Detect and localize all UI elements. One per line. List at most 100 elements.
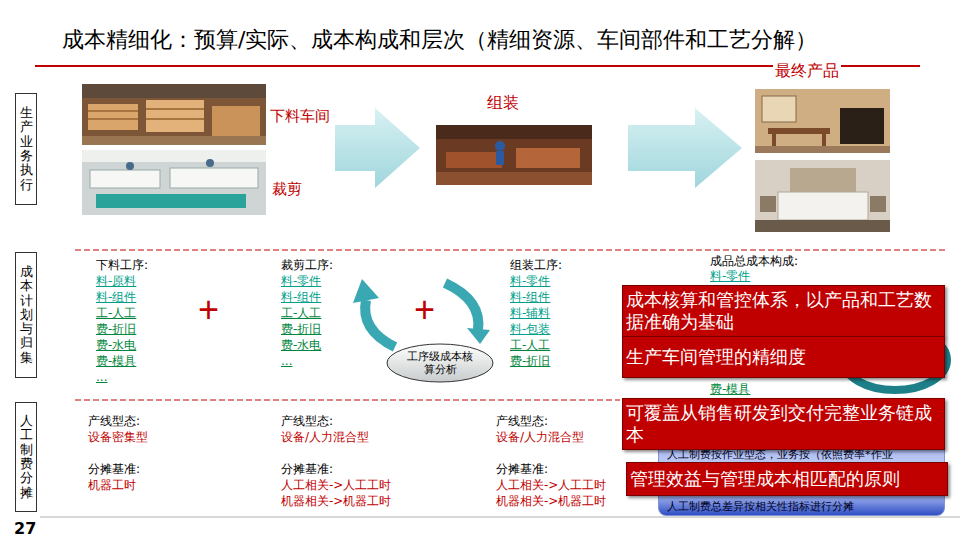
cycle-arrow — [365, 300, 395, 347]
product-photo — [755, 160, 890, 232]
photo-ground — [436, 125, 592, 185]
worker — [495, 141, 505, 151]
board-stack — [146, 100, 204, 132]
cost-item: 费-水电 — [96, 337, 136, 353]
node-text: 管理效益与管理成本相匹配的原则 — [630, 468, 944, 490]
photo-wall — [82, 150, 266, 162]
worker — [496, 151, 504, 165]
furniture-part — [516, 148, 580, 168]
allocation-value: 机器相关->机器工时 — [496, 493, 606, 509]
assembly-photo — [436, 125, 592, 185]
worker — [206, 159, 214, 167]
cost-item: 费-水电 — [281, 337, 321, 353]
worker — [126, 162, 134, 170]
node-text: 可覆盖从销售研发到交付完整业务链成本 — [626, 402, 941, 445]
flow-arrow — [628, 108, 742, 188]
column-heading: 组装工序: — [510, 257, 562, 273]
cost-item: 费-折旧 — [96, 321, 136, 337]
row-header-box: 人工制费分摊 — [15, 402, 37, 512]
cost-item: 料-组件 — [281, 289, 321, 305]
board-line — [146, 118, 204, 120]
photo-caption: 下料车间 — [270, 107, 330, 125]
column-heading: 分摊基准: — [281, 461, 333, 477]
cost-item: 费-折旧 — [281, 321, 321, 337]
board-stack — [88, 104, 138, 130]
table — [768, 128, 830, 134]
bed — [778, 192, 868, 220]
photo-caption: 组装 — [487, 93, 519, 112]
plus-sign: + — [414, 290, 435, 330]
callout-box: 成本核算和管控体系，以产品和工艺数据准确为基础 — [622, 285, 945, 337]
floor — [755, 146, 890, 153]
cutting-table — [90, 170, 160, 188]
headboard — [790, 168, 856, 194]
allocation-value: 机器工时 — [88, 477, 136, 493]
callout-box: 生产车间管理的精细度 — [622, 336, 945, 378]
allocation-value: 设备/人力混合型 — [496, 429, 584, 445]
photo-wall — [436, 125, 592, 139]
nightstand — [760, 196, 776, 212]
cost-item: ... — [96, 369, 107, 385]
callout-box: 管理效益与管理成本相匹配的原则 — [626, 462, 948, 496]
cost-item: 料-组件 — [510, 289, 550, 305]
workshop-photo — [82, 84, 266, 145]
piano — [840, 108, 884, 144]
column-heading: 产线型态: — [88, 413, 140, 429]
cost-item: 料-零件 — [281, 273, 321, 289]
column-heading: 产线型态: — [496, 413, 548, 429]
callout-box: 可覆盖从销售研发到交付完整业务链成本 — [622, 398, 945, 450]
furniture-part — [446, 152, 502, 168]
column-heading: 成品总成本构成: — [710, 253, 798, 269]
cost-item: 工-人工 — [281, 305, 321, 321]
cutting-table — [170, 168, 258, 188]
cycle-arrowhead — [353, 279, 379, 303]
column-heading: 产线型态: — [281, 413, 333, 429]
analysis-ellipse: 工序级成本核算分析 — [386, 343, 494, 383]
cost-item: 料-零件 — [710, 268, 750, 284]
allocation-value: 设备/人力混合型 — [281, 429, 369, 445]
row-separator — [75, 250, 945, 251]
nightstand — [870, 196, 886, 212]
allocation-value: 人工相关->人工工时 — [281, 477, 391, 493]
cost-item: 费-折旧 — [510, 353, 550, 369]
cost-item: 工-人工 — [510, 337, 550, 353]
node-text: 生产车间管理的精细度 — [626, 346, 941, 368]
machine — [96, 194, 246, 208]
board-line — [146, 108, 204, 110]
node-text: 成本核算和管控体系，以产品和工艺数据准确为基础 — [626, 289, 941, 332]
footer-rule — [40, 517, 960, 518]
cost-item: 料-原料 — [96, 273, 136, 289]
cost-item: 料-包装 — [510, 321, 550, 337]
page-number: 27 — [14, 520, 36, 538]
cost-item: ... — [281, 353, 292, 369]
photo-caption: 裁剪 — [272, 180, 302, 198]
node-text: 人工制费分摊 — [20, 414, 33, 500]
plus-sign: + — [198, 290, 219, 330]
cycle-arrowhead — [467, 328, 490, 344]
cost-item: 料-零件 — [510, 273, 550, 289]
column-heading: 下料工序: — [96, 257, 148, 273]
slide-title: 成本精细化：预算/实际、成本构成和层次（精细资源、车间部件和工艺分解） — [62, 26, 817, 54]
column-heading: 分摊基准: — [88, 461, 140, 477]
board-line — [88, 118, 138, 120]
product-photo — [755, 89, 890, 153]
allocation-value: 机器相关->机器工时 — [281, 493, 391, 509]
board-line — [88, 110, 138, 112]
wall-picture — [762, 96, 796, 122]
flow-arrow — [335, 108, 420, 188]
column-heading: 裁剪工序: — [281, 257, 333, 273]
node-text: 人工制费总差异按相关性指标进行分摊 — [667, 500, 854, 513]
floor — [436, 172, 592, 185]
allocation-value: 人工相关->人工工时 — [496, 477, 606, 493]
row-header-box: 生产业务执行 — [15, 93, 37, 205]
node-text: 生产业务执行 — [20, 106, 33, 192]
ellipse-shape — [387, 344, 493, 382]
floor — [755, 220, 890, 232]
node-text: 成本计划与归集 — [20, 265, 33, 365]
cost-item: 料-组件 — [96, 289, 136, 305]
node-text: 工序级成本核算分析 — [404, 350, 476, 376]
row-separator — [75, 400, 620, 401]
photo-ceiling — [82, 84, 266, 98]
floor — [82, 136, 266, 145]
